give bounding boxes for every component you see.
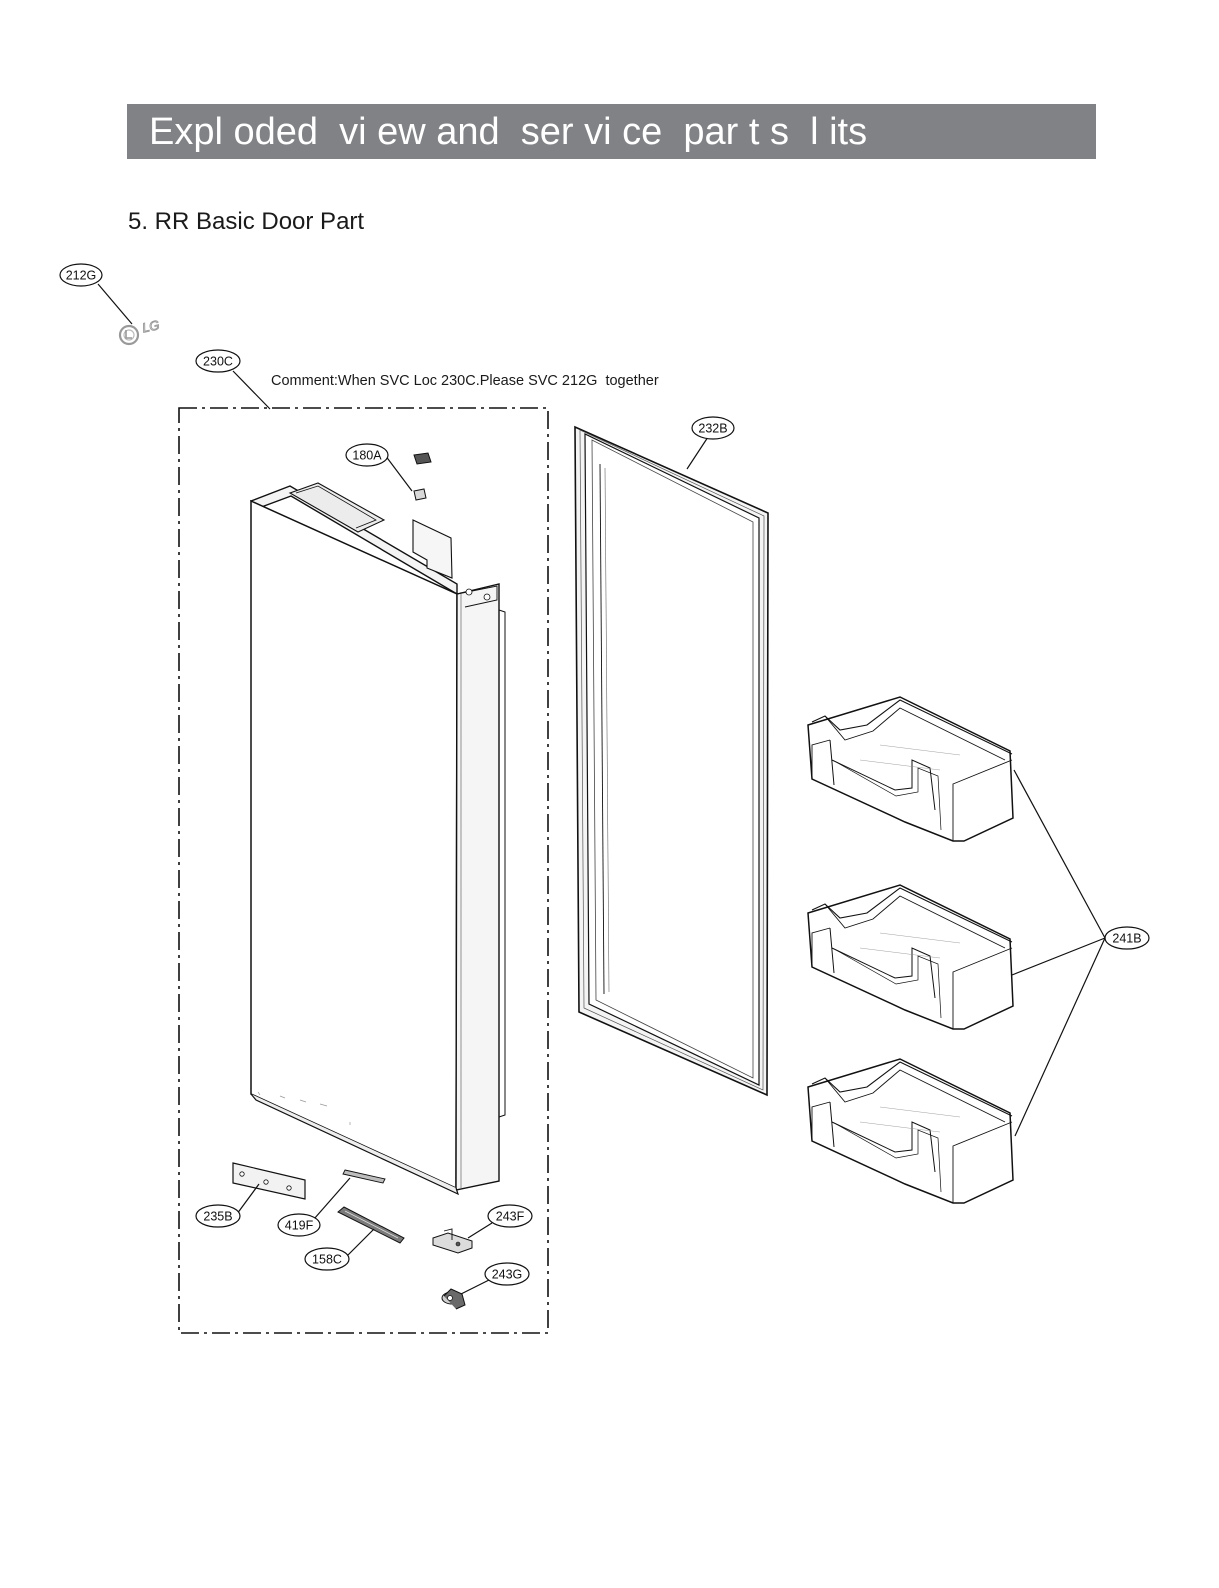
callout-235b: 235B xyxy=(195,1204,241,1228)
callout-241b: 241B xyxy=(1104,926,1150,950)
callout-158c: 158C xyxy=(304,1247,350,1271)
door-basket-bottom xyxy=(807,1058,1014,1204)
callout-419f: 419F xyxy=(277,1213,321,1237)
callout-158c-label: 158C xyxy=(312,1253,342,1267)
callout-232b-label: 232B xyxy=(698,422,727,436)
part-243f xyxy=(432,1228,473,1254)
door-gasket xyxy=(574,425,769,1097)
section-title: 5. RR Basic Door Part xyxy=(128,208,365,235)
header-bar: Expl oded vi ew and ser vi ce par t s l … xyxy=(127,104,1096,159)
assembly-230c-boundary xyxy=(178,407,549,1334)
callout-230c-label: 230C xyxy=(203,355,233,369)
door-basket-middle xyxy=(807,884,1014,1030)
lg-emblem-part: LG xyxy=(118,317,161,346)
callout-243f-label: 243F xyxy=(496,1210,525,1224)
callout-230c: 230C xyxy=(195,349,241,373)
callout-232b: 232B xyxy=(691,416,735,440)
part-235b xyxy=(232,1162,306,1200)
callout-212g-label: 212G xyxy=(66,269,97,283)
part-243g xyxy=(441,1288,466,1310)
part-419f xyxy=(342,1169,386,1184)
callout-180a-label: 180A xyxy=(352,449,382,463)
callout-241b-label: 241B xyxy=(1112,932,1141,946)
door-basket-top xyxy=(807,696,1014,842)
callout-180a: 180A xyxy=(345,443,389,467)
callout-243g-label: 243G xyxy=(492,1268,523,1282)
lg-logo-text: LG xyxy=(141,317,161,335)
part-180a xyxy=(413,452,432,501)
leader-lines xyxy=(97,283,1106,1295)
callout-235b-label: 235B xyxy=(203,1210,232,1224)
service-comment: Comment:When SVC Loc 230C.Please SVC 212… xyxy=(271,373,659,389)
callout-243f: 243F xyxy=(487,1204,533,1228)
door-assembly xyxy=(249,482,506,1196)
callout-419f-label: 419F xyxy=(285,1219,314,1233)
callout-212g: 212G xyxy=(59,263,103,287)
page-title: Expl oded vi ew and ser vi ce par t s l … xyxy=(149,111,868,153)
part-158c xyxy=(337,1206,405,1244)
callout-243g: 243G xyxy=(484,1262,530,1286)
